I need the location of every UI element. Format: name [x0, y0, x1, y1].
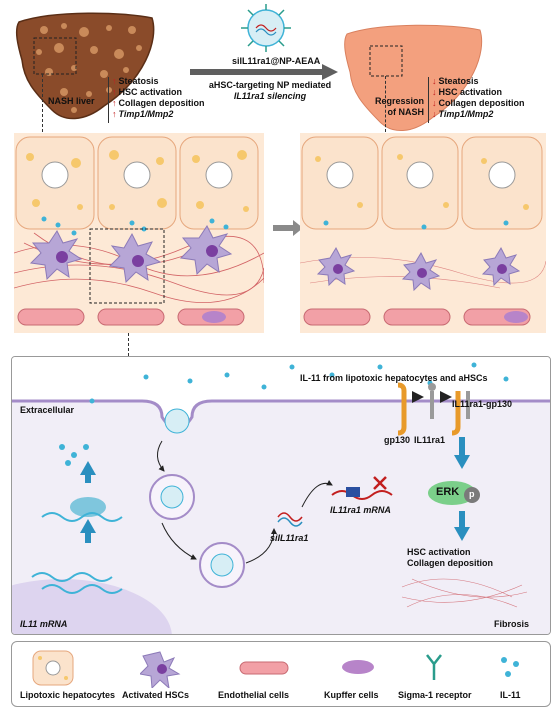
left-item-steatosis: ↑Steatosis: [112, 76, 159, 86]
legend-hepatocytes: Lipotoxic hepatocytes: [20, 690, 116, 700]
decrease-arrow-icon: ↓: [432, 109, 437, 119]
right-list-bracket: [428, 77, 429, 123]
mechanism-drawing: [12, 357, 550, 634]
legend-sigma1: Sigma-1 receptor: [398, 690, 472, 700]
treatment-text-1: aHSC-targeting NP mediated: [208, 80, 332, 90]
outcome-line-2: Collagen deposition: [407, 558, 494, 568]
legend-kupffer: Kupffer cells: [324, 690, 379, 700]
erk-label: ERK: [436, 486, 460, 498]
right-item-collagen: ↓Collagen deposition: [432, 98, 525, 108]
il11-source-label: IL-11 from lipotoxic hepatocytes and aHS…: [300, 373, 488, 383]
regressed-liver-icon: [344, 24, 483, 131]
increase-arrow-icon: ↑: [112, 87, 117, 97]
sigma1-receptor-legend-icon: [426, 654, 442, 680]
nanoparticle-icon: [241, 4, 291, 52]
il11-legend-icon: [501, 657, 519, 677]
complex-label: IL11ra1-gp130: [452, 399, 513, 409]
decrease-arrow-icon: ↓: [432, 76, 437, 86]
kupffer-legend-icon: [342, 660, 374, 674]
regression-label-1: Regression: [374, 96, 424, 106]
il11-mrna-label: IL11 mRNA: [20, 619, 68, 629]
zoom-line-mechanism: [128, 333, 130, 356]
legend-endothelial: Endothelial cells: [218, 690, 290, 700]
right-item-hsc: ↓HSC activation: [432, 87, 503, 97]
legend-hsc: Activated HSCs: [122, 690, 190, 700]
regression-label-2: of NASH: [387, 107, 425, 117]
target-mrna-label: IL11ra1 mRNA: [330, 505, 391, 515]
nash-liver-label: NASH liver: [48, 96, 95, 106]
regression-tissue-panel: [300, 133, 546, 333]
endothelial-legend-icon: [239, 661, 289, 675]
treatment-text-2: IL11ra1 silencing: [233, 91, 307, 101]
gp130-label: gp130: [384, 435, 411, 445]
legend-il11: IL-11: [500, 690, 521, 700]
sirna-label: siIL11ra1: [270, 533, 309, 543]
decrease-arrow-icon: ↓: [432, 87, 437, 97]
il11ra1-label: IL11ra1: [414, 435, 446, 445]
left-feature-list: ↑Steatosis ↑HSC activation ↑Collagen dep…: [112, 76, 205, 120]
left-list-bracket: [108, 77, 109, 123]
legend: Lipotoxic hepatocytes Activated HSCs End…: [11, 641, 551, 707]
zoom-line-left: [42, 74, 44, 132]
hepatocyte-legend-icon: [32, 650, 74, 686]
increase-arrow-icon: ↑: [112, 109, 117, 119]
decrease-arrow-icon: ↓: [432, 98, 437, 108]
increase-arrow-icon: ↑: [112, 98, 117, 108]
fibrosis-label: Fibrosis: [494, 619, 530, 629]
hsc-legend-icon: [140, 651, 181, 688]
left-item-hsc: ↑HSC activation: [112, 87, 183, 97]
right-item-steatosis: ↓Steatosis: [432, 76, 479, 86]
mechanism-panel: IL-11 from lipotoxic hepatocytes and aHS…: [11, 356, 551, 635]
nanoparticle-label: siIL11ra1@NP-AEAA: [232, 56, 321, 66]
right-item-timp: ↓Timp1/Mmp2: [432, 109, 494, 119]
left-item-timp: ↑Timp1/Mmp2: [112, 109, 174, 119]
nash-tissue-panel: [14, 133, 264, 333]
outcome-line-1: HSC activation: [407, 547, 471, 557]
extracellular-label: Extracellular: [20, 405, 75, 415]
treatment-arrow: [190, 64, 338, 80]
phospho-label: p: [469, 489, 475, 499]
nash-liver-icon: [15, 12, 155, 120]
increase-arrow-icon: ↑: [112, 76, 117, 86]
right-feature-list: ↓Steatosis ↓HSC activation ↓Collagen dep…: [432, 76, 525, 120]
panel-arrow: [273, 220, 303, 236]
left-item-collagen: ↑Collagen deposition: [112, 98, 205, 108]
zoom-line-right: [385, 76, 387, 132]
